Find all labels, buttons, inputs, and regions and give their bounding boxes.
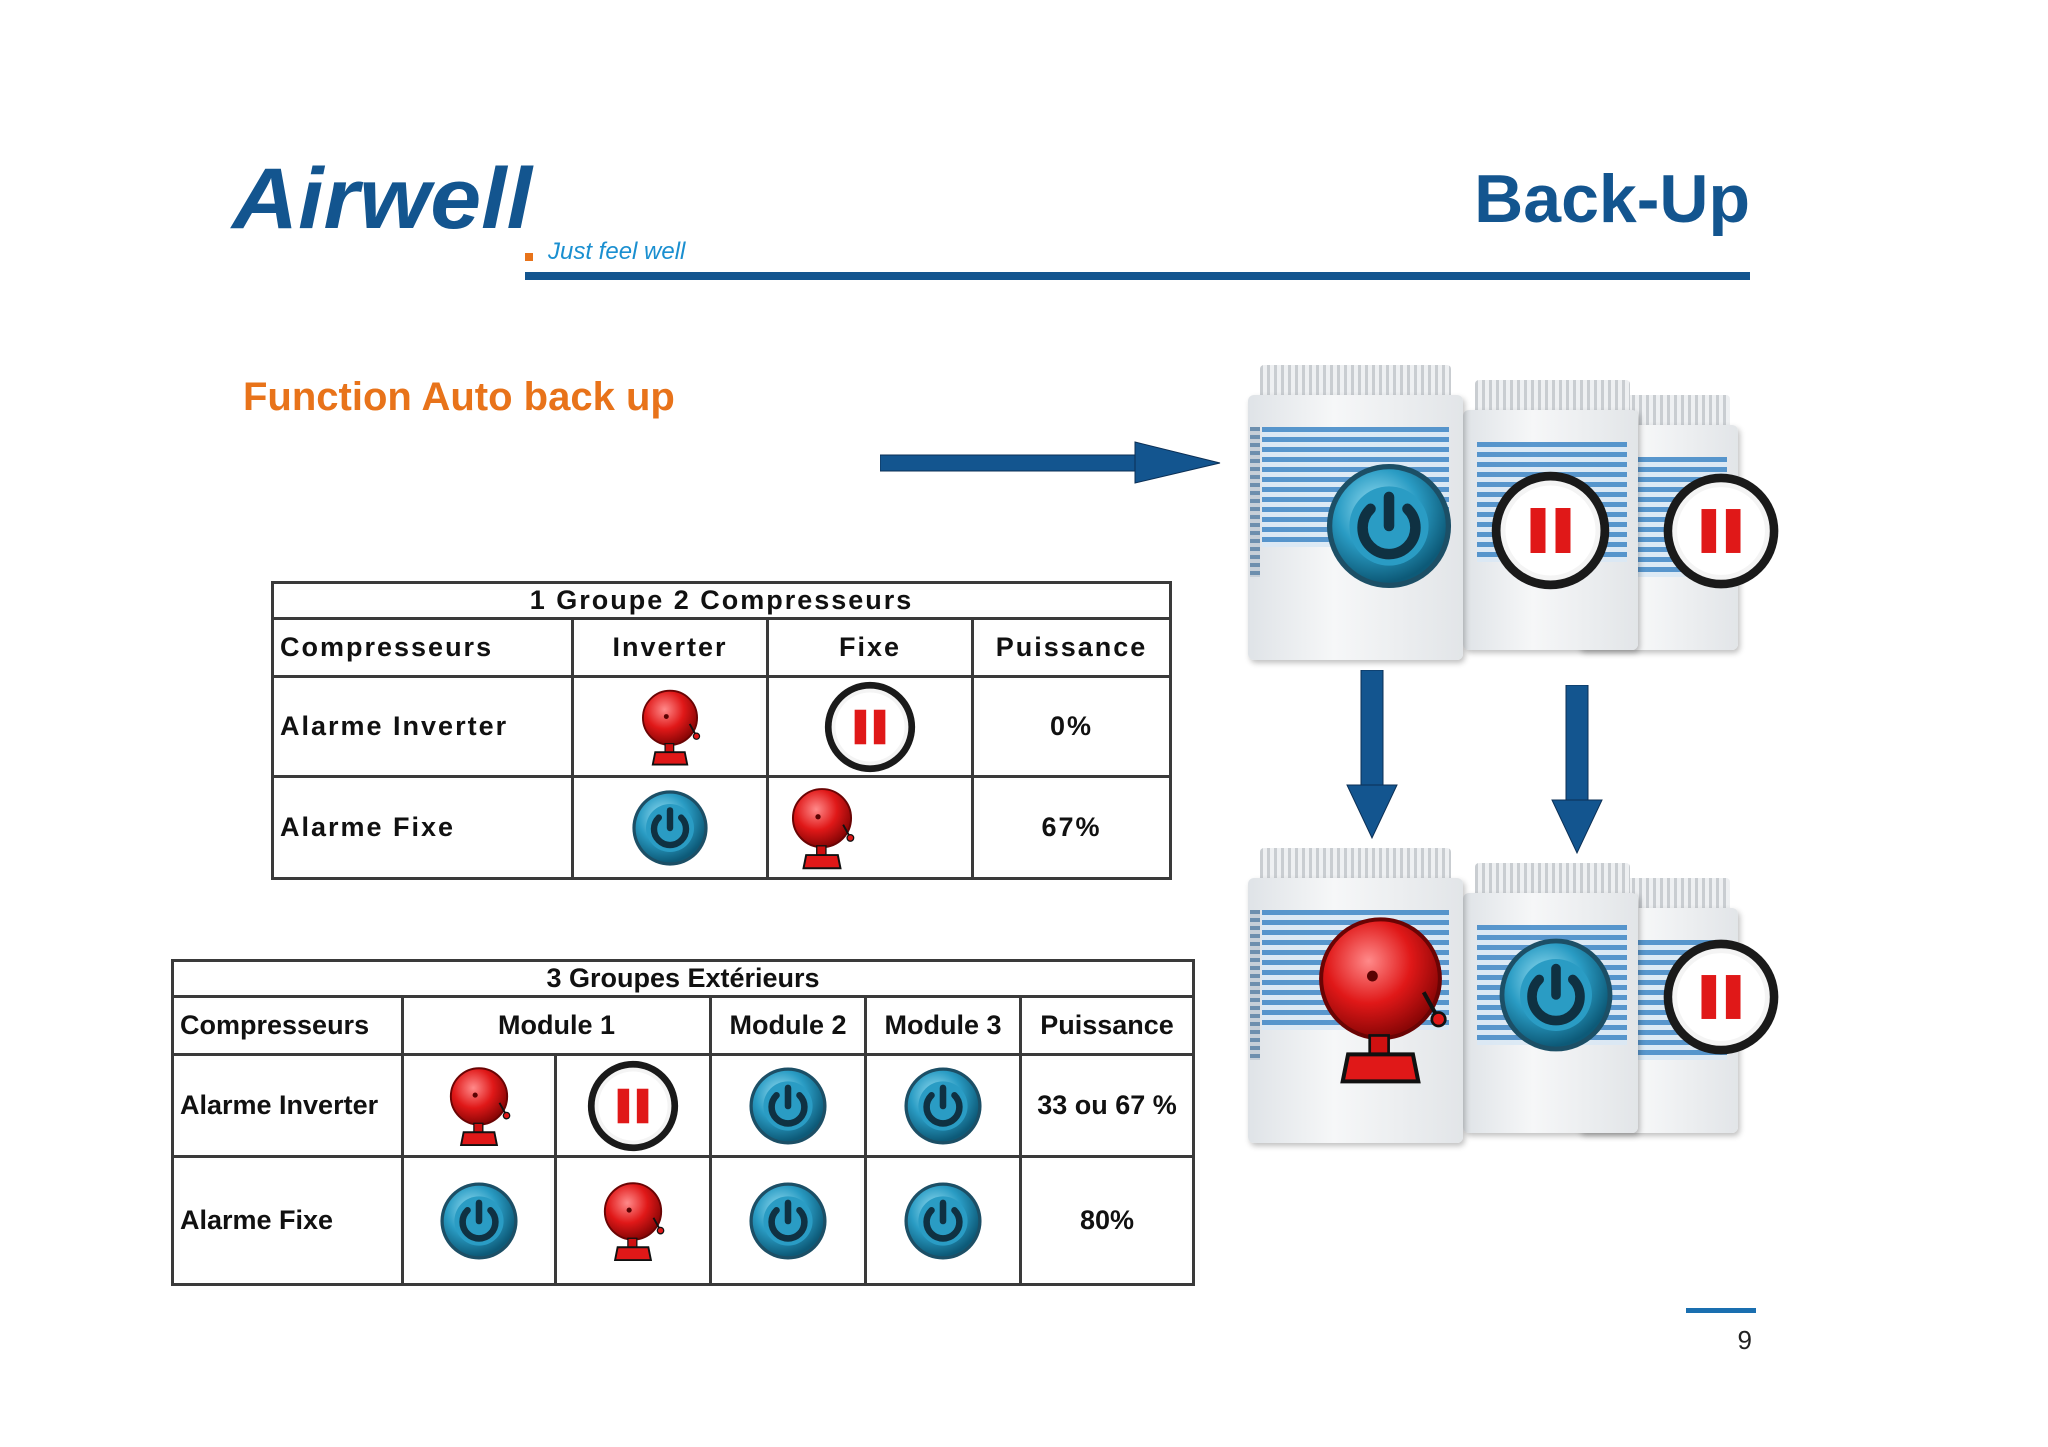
power-button-icon <box>747 1065 829 1147</box>
alarm-bell-icon <box>447 1064 511 1148</box>
outdoor-units-top <box>1248 360 1793 670</box>
header-module-2: Module 2 <box>709 995 867 1056</box>
table-row: Alarme Fixe 67% <box>271 775 1172 880</box>
header-module-1: Module 1 <box>401 995 712 1056</box>
header-compresseurs: Compresseurs <box>271 617 574 678</box>
power-button-icon <box>902 1180 984 1262</box>
alarm-bell-icon <box>601 1179 665 1263</box>
stop-button-icon <box>585 1058 681 1154</box>
stop-button-icon <box>1660 470 1782 592</box>
slide-title: Back-Up <box>1474 161 1750 237</box>
title-rule <box>525 272 1750 280</box>
table-2-groupes-exterieurs: 3 Groupes Extérieurs Compresseurs Module… <box>171 959 1195 1286</box>
power-button-icon <box>747 1180 829 1262</box>
down-arrow-icon <box>1551 685 1603 855</box>
puissance-value: 67% <box>971 775 1172 880</box>
stop-button-icon <box>822 679 918 775</box>
row-label: Alarme Fixe <box>171 1155 404 1286</box>
tagline: Just feel well <box>548 238 686 265</box>
right-arrow-icon <box>880 441 1221 484</box>
alarm-bell-icon <box>789 785 855 871</box>
power-button-icon <box>438 1180 520 1262</box>
alarm-bell-icon <box>639 687 701 767</box>
row-label: Alarme Inverter <box>271 675 574 778</box>
page-number: 9 <box>1737 1325 1752 1355</box>
puissance-value: 33 ou 67 % <box>1019 1053 1195 1158</box>
table-row: Alarme Fixe 80% <box>171 1155 1195 1286</box>
row-label: Alarme Inverter <box>171 1053 404 1158</box>
power-button-icon <box>1496 935 1616 1055</box>
section-subtitle: Function Auto back up <box>243 375 675 419</box>
table-row: Alarme Inverter 0% <box>271 675 1172 778</box>
header-module-3: Module 3 <box>864 995 1022 1056</box>
header-inverter: Inverter <box>571 617 769 678</box>
airwell-logo: Airwell <box>230 151 534 246</box>
table-1-title: 1 Groupe 2 Compresseurs <box>271 581 1172 620</box>
outdoor-units-bottom <box>1248 843 1793 1158</box>
row-label: Alarme Fixe <box>271 775 574 880</box>
power-button-icon <box>902 1065 984 1147</box>
puissance-value: 0% <box>971 675 1172 778</box>
table-1-groupe-2-compresseurs: 1 Groupe 2 Compresseurs Compresseurs Inv… <box>271 581 1172 880</box>
header-puissance: Puissance <box>1019 995 1195 1056</box>
table-2-title: 3 Groupes Extérieurs <box>171 959 1195 998</box>
alarm-bell-icon <box>1313 911 1448 1087</box>
header-compresseurs: Compresseurs <box>171 995 404 1056</box>
stop-button-icon <box>1660 936 1782 1058</box>
power-button-icon <box>1323 460 1455 592</box>
puissance-value: 80% <box>1019 1155 1195 1286</box>
down-arrow-icon <box>1346 670 1398 840</box>
header-fixe: Fixe <box>766 617 974 678</box>
page-number-rule <box>1686 1308 1756 1313</box>
header-puissance: Puissance <box>971 617 1172 678</box>
table-row: Alarme Inverter 33 ou 67 % <box>171 1053 1195 1158</box>
stop-button-icon <box>1488 468 1613 593</box>
logo-text: Airwell <box>230 151 534 246</box>
power-button-icon <box>630 788 710 868</box>
tagline-bullet <box>525 253 533 261</box>
